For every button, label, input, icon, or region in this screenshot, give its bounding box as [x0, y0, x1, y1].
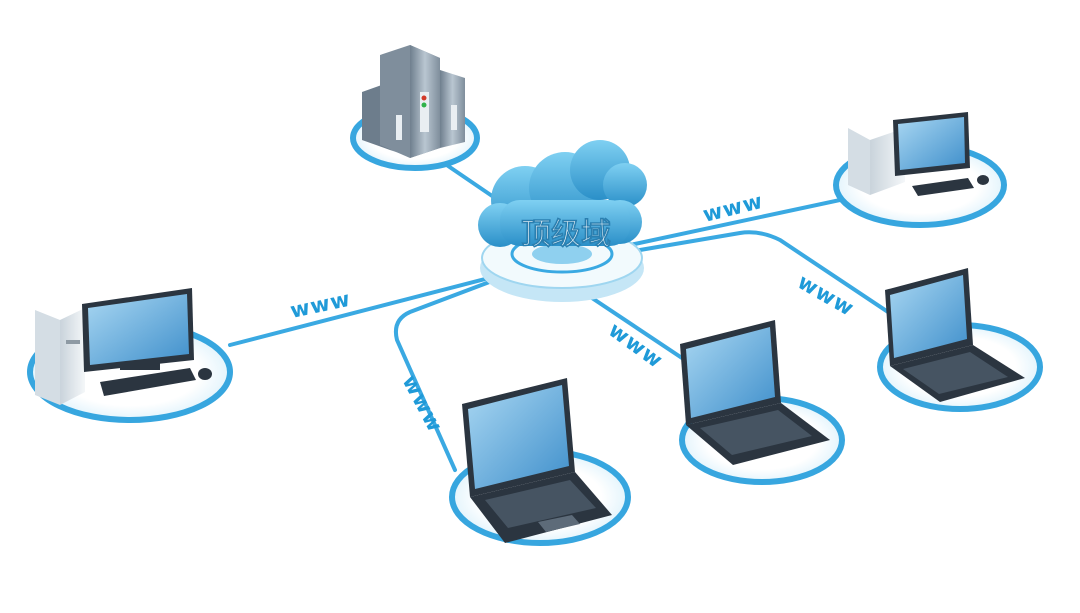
- hub-cloud-node: 顶级域: [478, 140, 647, 302]
- link-line-desktop-left: [228, 268, 522, 347]
- desktop-computer-icon: [35, 288, 212, 405]
- link-label-laptop-1: www: [398, 371, 448, 436]
- desktop-computer-icon: [848, 112, 989, 196]
- cloud-icon: [478, 140, 647, 247]
- link-line-laptop-1: [393, 276, 502, 472]
- hub-label: 顶级域: [521, 217, 611, 252]
- laptop-icon: [680, 320, 830, 465]
- link-line-laptop-3: [638, 230, 902, 322]
- laptop-icon: [885, 268, 1025, 402]
- server-icon: [362, 45, 465, 158]
- laptop-icon: [462, 378, 612, 543]
- link-line-laptop-2: [578, 288, 702, 372]
- link-label-laptop-3: www: [794, 270, 859, 321]
- connection-lines: [228, 138, 912, 472]
